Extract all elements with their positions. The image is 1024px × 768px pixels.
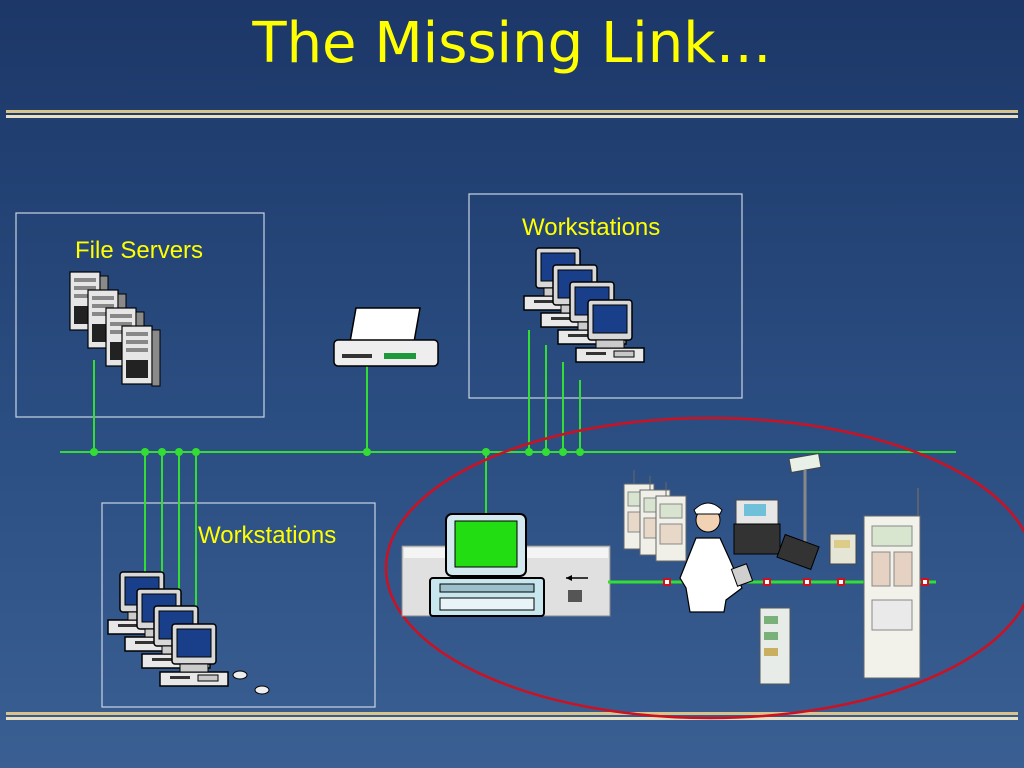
gateway-computer-icon (401, 513, 611, 617)
medical-device-icons (623, 452, 921, 685)
slide-title: The Missing Link… (252, 11, 772, 76)
workstations-top-label: Workstations (522, 214, 661, 241)
medical-devices-ellipse (384, 416, 1024, 720)
workstations-bottom-label: Workstations (198, 522, 337, 549)
workstations-bottom-box (101, 502, 376, 708)
file-servers-box (15, 212, 265, 418)
top-divider (6, 110, 1018, 120)
workstations-top-box (468, 193, 743, 399)
printer-icon (333, 307, 439, 367)
file-server-icons (69, 271, 161, 387)
bottom-divider (6, 712, 1018, 722)
file-servers-label: File Servers (75, 237, 204, 264)
workstation-icons-top (523, 247, 645, 363)
network-nodes (90, 448, 584, 456)
workstation-icons-bottom (107, 571, 270, 695)
